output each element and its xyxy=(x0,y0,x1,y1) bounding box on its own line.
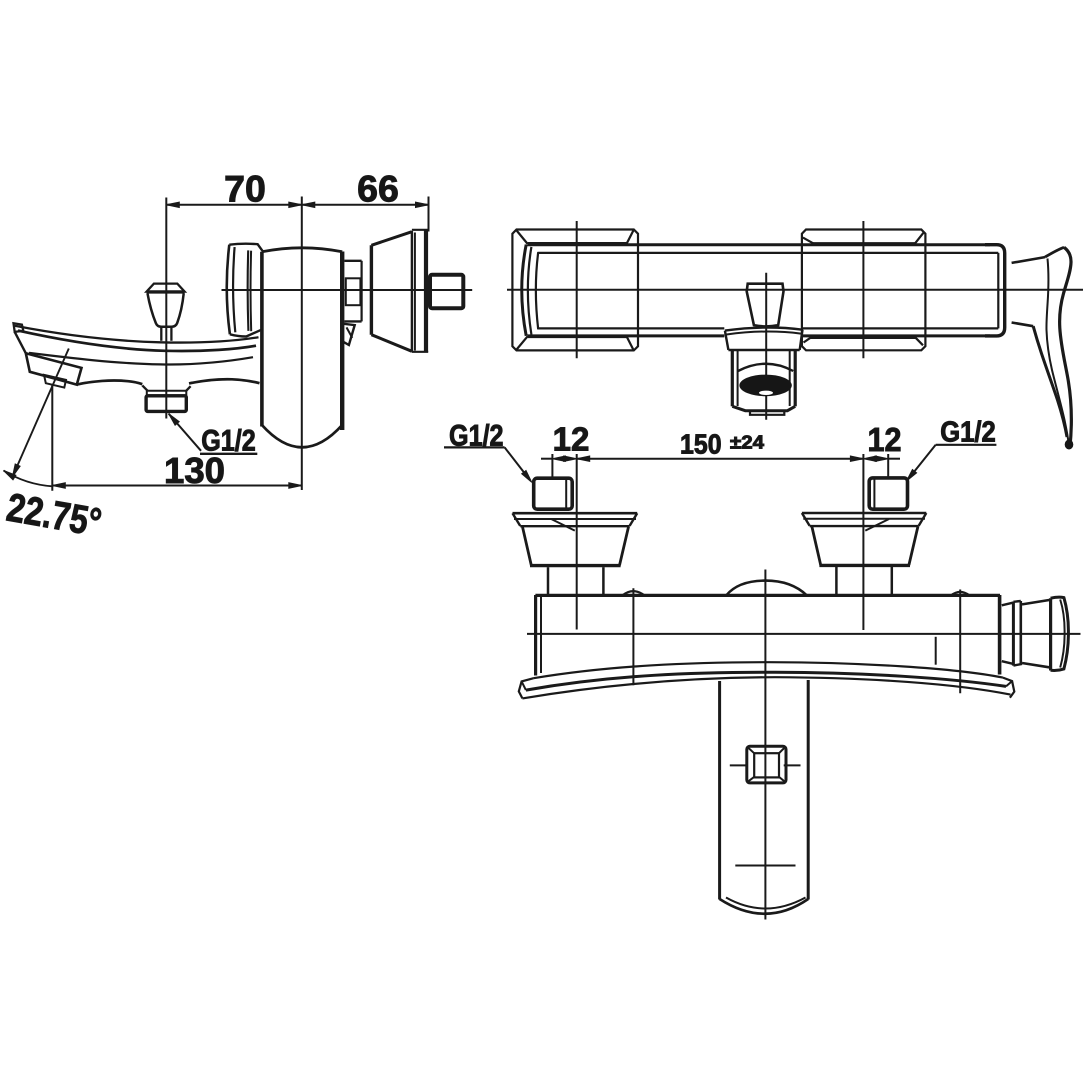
svg-text:150: 150 xyxy=(680,428,722,459)
svg-text:12: 12 xyxy=(868,421,902,458)
svg-text:70: 70 xyxy=(224,168,266,210)
svg-text:G1/2: G1/2 xyxy=(940,416,996,448)
svg-text:66: 66 xyxy=(357,168,399,210)
svg-text:22.75°: 22.75° xyxy=(3,486,104,546)
svg-text:12: 12 xyxy=(553,421,590,458)
svg-text:±24: ±24 xyxy=(730,432,765,453)
svg-text:130: 130 xyxy=(164,450,225,491)
svg-text:G1/2: G1/2 xyxy=(201,425,256,458)
